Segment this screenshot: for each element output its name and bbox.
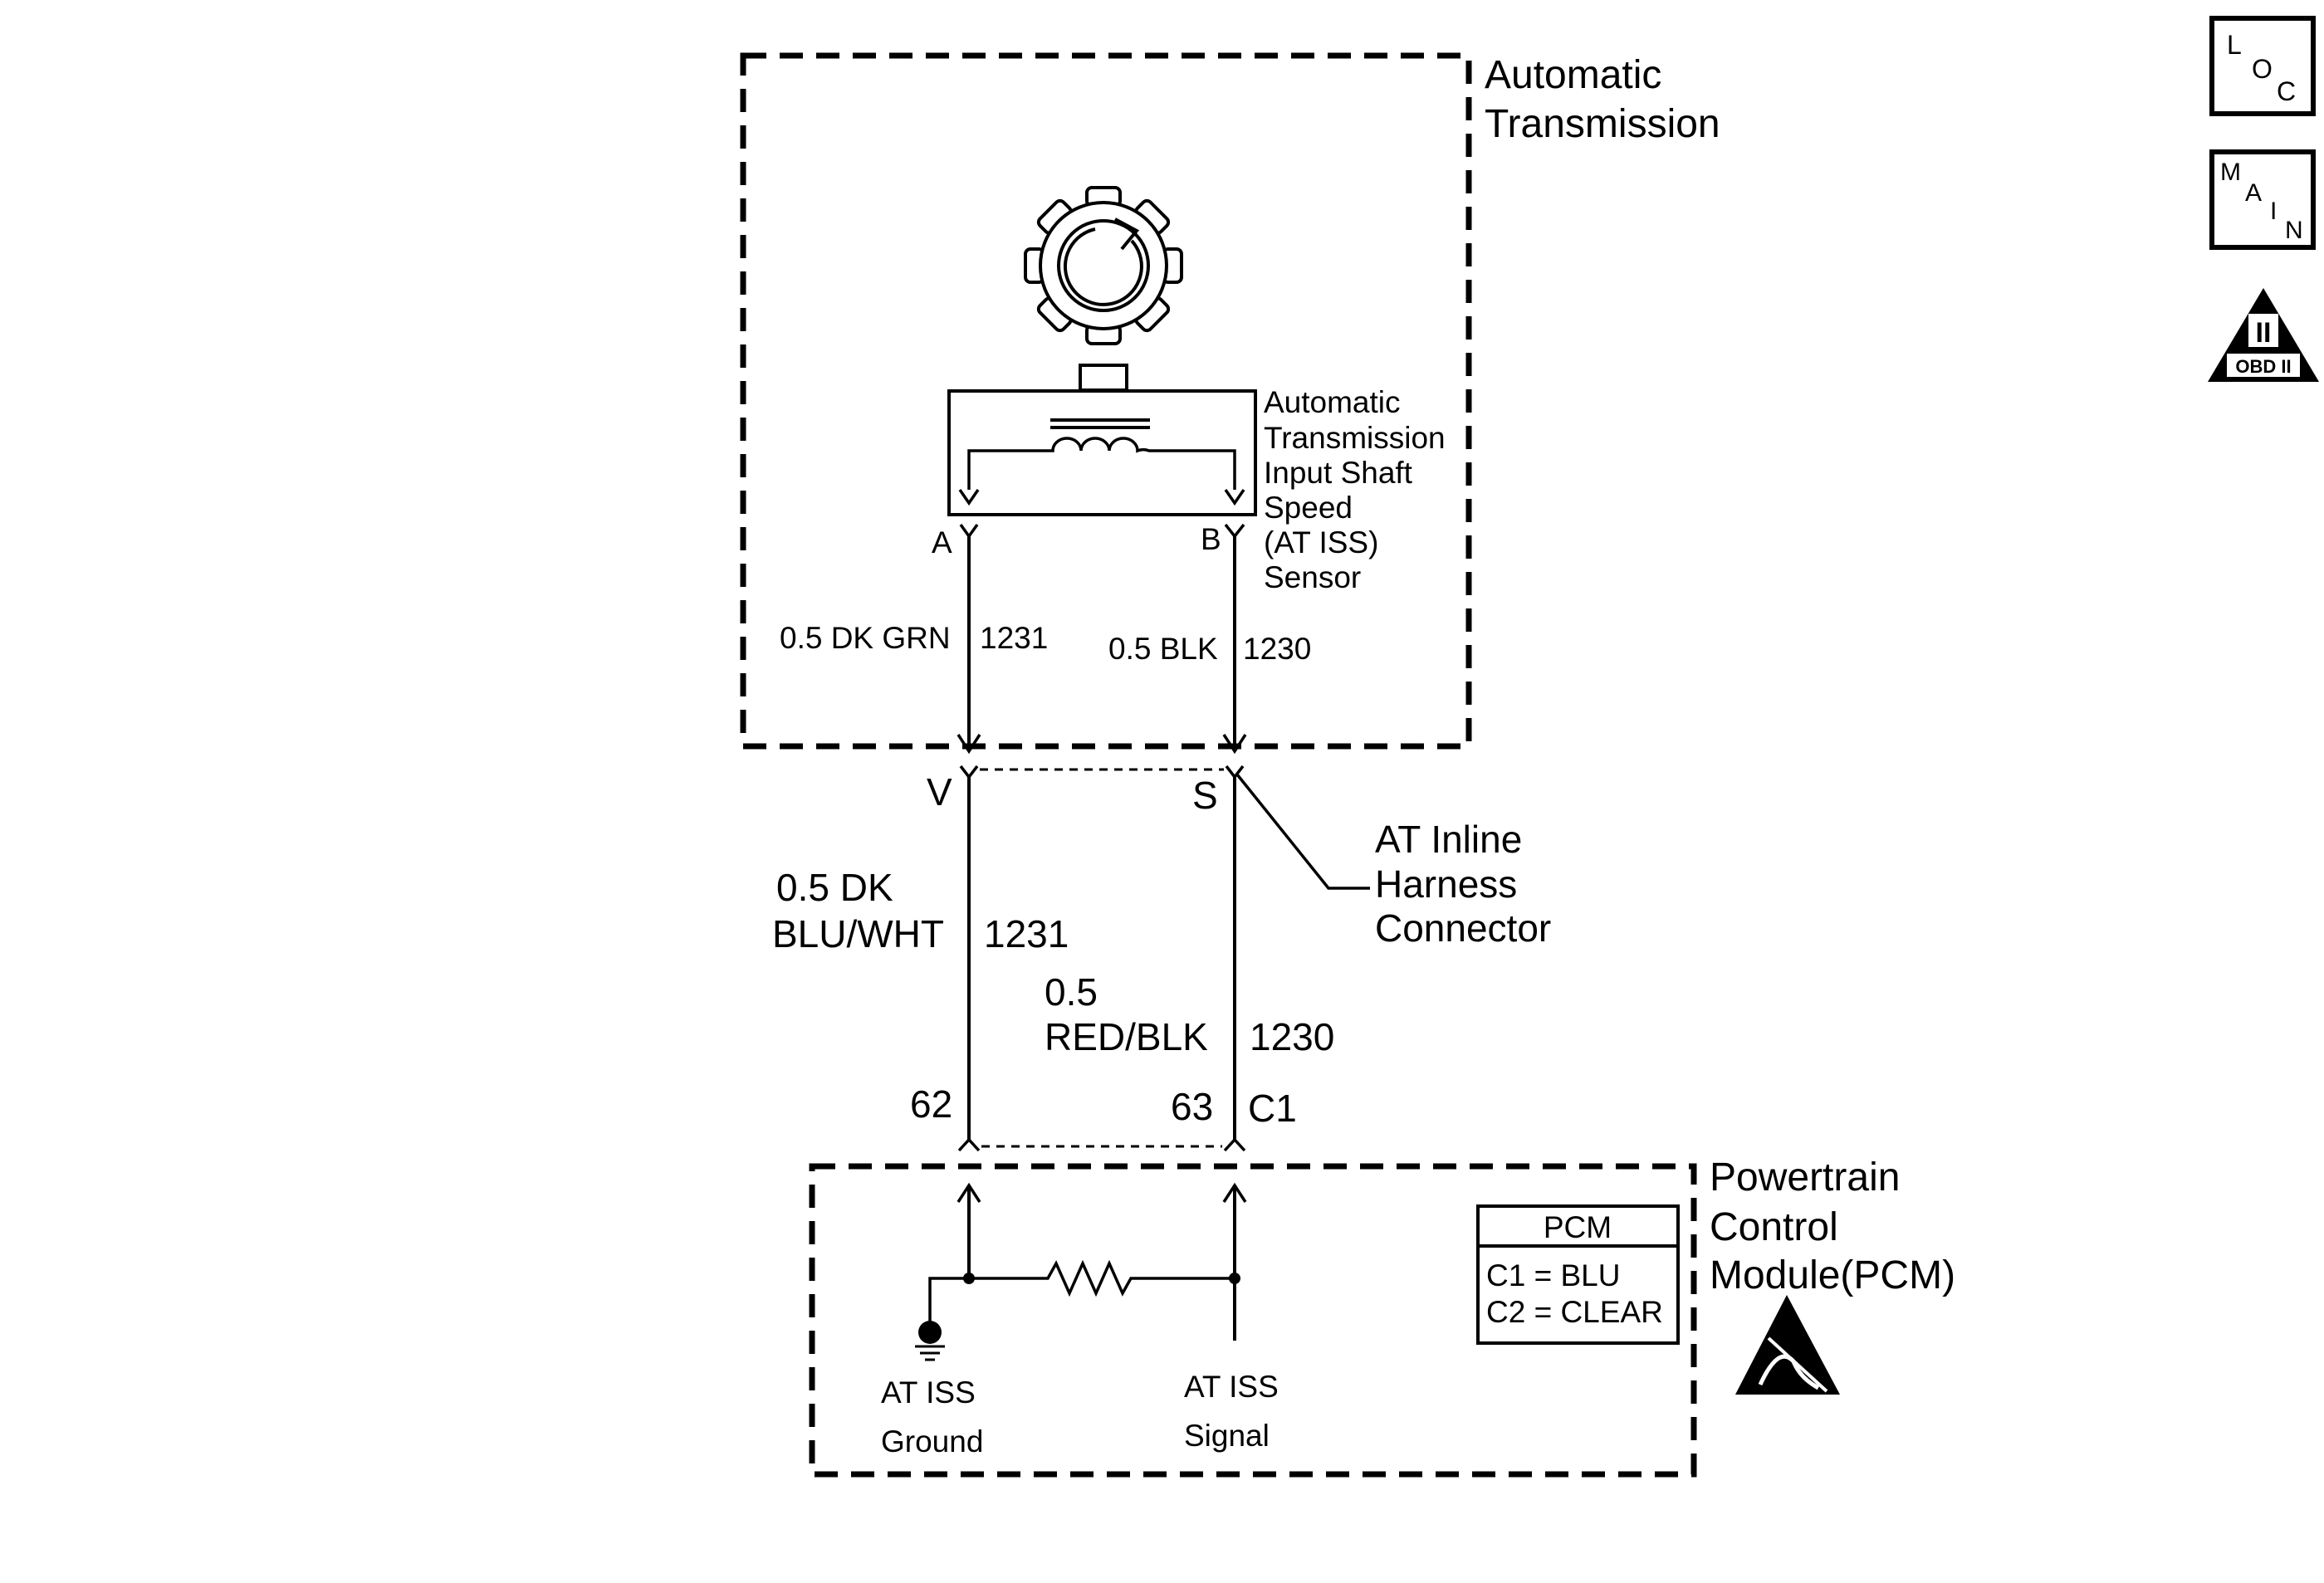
wire-lower-left-color: 0.5 DK BLU/WHT [772,866,944,955]
pcm-pin-63-terminal [1223,1137,1246,1152]
sensor-pins: A B [932,522,1245,559]
pcm-input-arrow-63 [1222,1182,1247,1203]
pcm-table-row-c1: C1 = BLU [1486,1258,1620,1292]
pcm-internal-circuit: AT ISS Ground AT ISS Signal [881,1182,1287,1458]
svg-text:C: C [2277,76,2296,106]
inline-connector-leader [1235,773,1370,890]
inline-pin-v-label: V [927,770,952,813]
wire-upper-left-circuit: 1231 [980,621,1048,655]
svg-text:L: L [2227,30,2242,60]
lower-wires: 0.5 DK BLU/WHT 1231 0.5 RED/BLK 1230 [772,777,1334,1141]
main-icon[interactable]: M A I N [2209,149,2316,250]
sensor-pin-b-label: B [1201,522,1221,556]
pcm-connector-c1-label: C1 [1248,1087,1297,1130]
junction-dot-signal [1229,1273,1240,1284]
pcm-pin-62-terminal [957,1137,981,1152]
transmission-label: Automatic Transmission [1485,53,1720,146]
ground-icon [918,1321,942,1344]
sensor-label: Automatic Transmission Input Shaft Speed… [1264,385,1454,594]
coil-icon [967,437,1236,490]
resistor-icon [969,1259,1235,1297]
wire-lower-right-color: 0.5 RED/BLK [1045,970,1208,1058]
inline-pin-s-terminal [1225,765,1245,779]
sensor-tip [1079,364,1128,392]
reluctor-wheel-icon [1024,186,1183,345]
sensor-pin-a-label: A [932,525,952,559]
pcm-table-row-c2: C2 = CLEAR [1486,1295,1663,1329]
svg-text:I: I [2270,198,2277,225]
pcm-boundary [809,1163,1697,1478]
pcm-pin-63-label: 63 [1171,1085,1213,1128]
loc-icon[interactable]: L O C [2209,16,2316,116]
pcm-pin-62-label: 62 [910,1082,952,1126]
wire-upper-left-color: 0.5 DK GRN [780,621,951,655]
svg-text:OBD II: OBD II [2235,356,2291,377]
esd-warning-icon [1735,1295,1840,1395]
wire-upper-right-color: 0.5 BLK [1108,632,1218,666]
inline-pin-s-label: S [1192,774,1218,817]
pcm-table-header: PCM [1544,1210,1612,1244]
sensor-body [947,389,1257,516]
svg-text:A: A [2245,179,2262,207]
inline-connector-label: AT Inline Harness Connector [1375,818,1551,950]
sensor-pin-a-terminal [959,523,979,540]
pcm-label: Powertrain Control Module(PCM) [1710,1155,1955,1297]
svg-text:N: N [2285,217,2303,244]
upper-wires: 0.5 DK GRN 1231 0.5 BLK 1230 [780,536,1311,755]
svg-text:II: II [2256,317,2272,349]
at-iss-ground-label: AT ISS Ground [881,1375,984,1458]
wire-lower-right-circuit: 1230 [1250,1015,1334,1058]
wire-lower-left-circuit: 1231 [984,912,1069,955]
pcm-connector-table: PCM C1 = BLU C2 = CLEAR [1476,1204,1680,1345]
pcm-connector-pins: 62 63 C1 [910,1082,1297,1152]
obd-ii-icon[interactable]: II OBD II [2208,288,2319,382]
pcm-input-arrow-62 [957,1182,981,1203]
pcm-block: Powertrain Control Module(PCM) [809,1155,1955,1478]
transmission-boundary [740,52,1472,750]
sensor-pin-b-terminal [1224,523,1245,539]
transmission-block: Automatic Transmission [740,52,1720,750]
svg-text:O: O [2252,54,2273,84]
wire-upper-right-circuit: 1230 [1243,632,1311,666]
svg-text:M: M [2220,159,2241,186]
at-iss-signal-label: AT ISS Signal [1184,1370,1287,1453]
at-iss-sensor: Automatic Transmission Input Shaft Speed… [947,364,1454,594]
inline-pin-v-terminal [959,765,979,779]
